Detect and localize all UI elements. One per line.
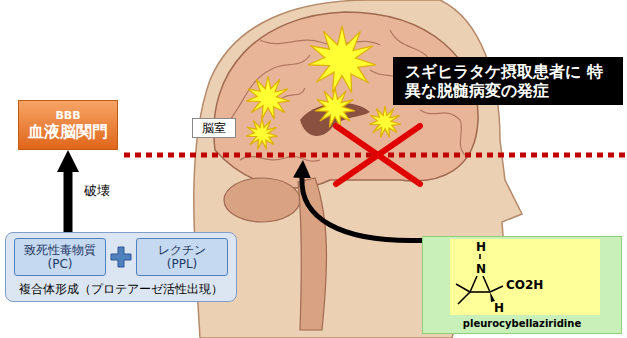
node-text: BBB: [55, 109, 80, 122]
edge-label: 破壊: [82, 183, 112, 198]
starburst: [315, 88, 355, 127]
arrow-connector: [64, 172, 73, 232]
starbursts: [246, 26, 401, 149]
red-cross: [336, 126, 420, 184]
node-text: 複合体形成（プロテアーゼ活性出現）: [19, 282, 223, 296]
bond-line: [479, 254, 481, 259]
starburst: [246, 76, 290, 119]
atom-label: H: [494, 302, 504, 314]
lectin-box: レクチン (PPL): [136, 238, 228, 276]
atom-label: H: [476, 241, 486, 253]
structure-ground: [450, 239, 600, 315]
node-text: スギヒラタケ摂取患者に 特異な脱髄病変の発症: [405, 62, 611, 100]
node-text: pleurocybellaziridine: [463, 318, 581, 330]
plus-symbol: [109, 245, 133, 269]
bond-line: [490, 286, 503, 292]
compound-box: pleurocybellaziridineHNCO2HH: [422, 236, 622, 334]
bond-line: [456, 284, 470, 292]
atom-label: N: [476, 263, 486, 275]
node-text: 致死性毒物質 (PC): [22, 243, 98, 272]
ventricle-label: 脳室: [192, 118, 236, 138]
curved-arrow: [302, 178, 432, 241]
starburst: [369, 106, 401, 137]
bond-line: [470, 291, 490, 293]
starburst: [246, 118, 278, 149]
brainstem: [298, 178, 326, 330]
node-text: レクチン (PPL): [144, 243, 220, 272]
toxin-box: 致死性毒物質 (PC): [14, 238, 106, 276]
atom-label: CO2H: [506, 279, 543, 291]
starburst: [308, 26, 375, 93]
head-outline: [194, 0, 522, 338]
node-text: 脳室: [202, 121, 226, 135]
cerebellum: [224, 178, 300, 222]
bbb-box: BBB血液脳関門: [18, 100, 118, 150]
bond-line: [483, 276, 490, 292]
symptom-box: スギヒラタケ摂取患者に 特異な脱髄病変の発症: [393, 57, 623, 105]
node-text: 血液脳関門: [28, 122, 108, 141]
wedge-bond: [490, 292, 495, 302]
complex-group: 複合体形成（プロテアーゼ活性出現） 致死性毒物質 (PC) レクチン (PPL): [5, 232, 237, 302]
bond-line: [458, 292, 470, 304]
bond-line: [470, 276, 477, 292]
